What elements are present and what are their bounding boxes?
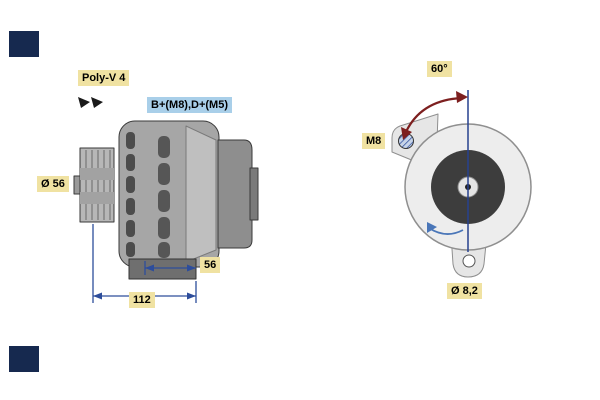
mounting-foot — [128, 258, 197, 280]
front-view — [391, 90, 532, 278]
cooling-fins-front — [126, 132, 135, 257]
angle-arc-arrowhead-bottom — [401, 127, 412, 140]
angle-arc-arrowhead-top — [456, 91, 468, 103]
corner-mark-bottom — [9, 346, 39, 372]
rear-housing — [217, 139, 253, 249]
thread-label: M8 — [362, 133, 386, 149]
terminal-label: B+(M8),D+(M5) — [147, 97, 233, 113]
rotation-arrowhead — [427, 222, 437, 233]
poly-v-label: Poly-V 4 — [78, 70, 130, 86]
side-view — [73, 97, 259, 280]
dimension-arrowheads — [93, 264, 196, 300]
rear-cover-step — [249, 167, 259, 221]
mounting-hole — [462, 254, 476, 268]
pulley — [79, 147, 115, 223]
cooling-fins-mid — [158, 136, 170, 258]
angle-arc-arrow — [403, 96, 463, 135]
housing-highlight — [185, 125, 217, 263]
corner-mark-top — [9, 31, 39, 57]
foot-dimension-label: 56 — [200, 257, 221, 273]
hole-diameter-label: Ø 8,2 — [447, 283, 482, 299]
pulley-pointer-icon — [78, 97, 103, 108]
pulley-diameter-label: Ø 56 — [37, 176, 69, 192]
angle-label: 60° — [427, 61, 452, 77]
overall-dimension-label: 112 — [129, 292, 155, 308]
